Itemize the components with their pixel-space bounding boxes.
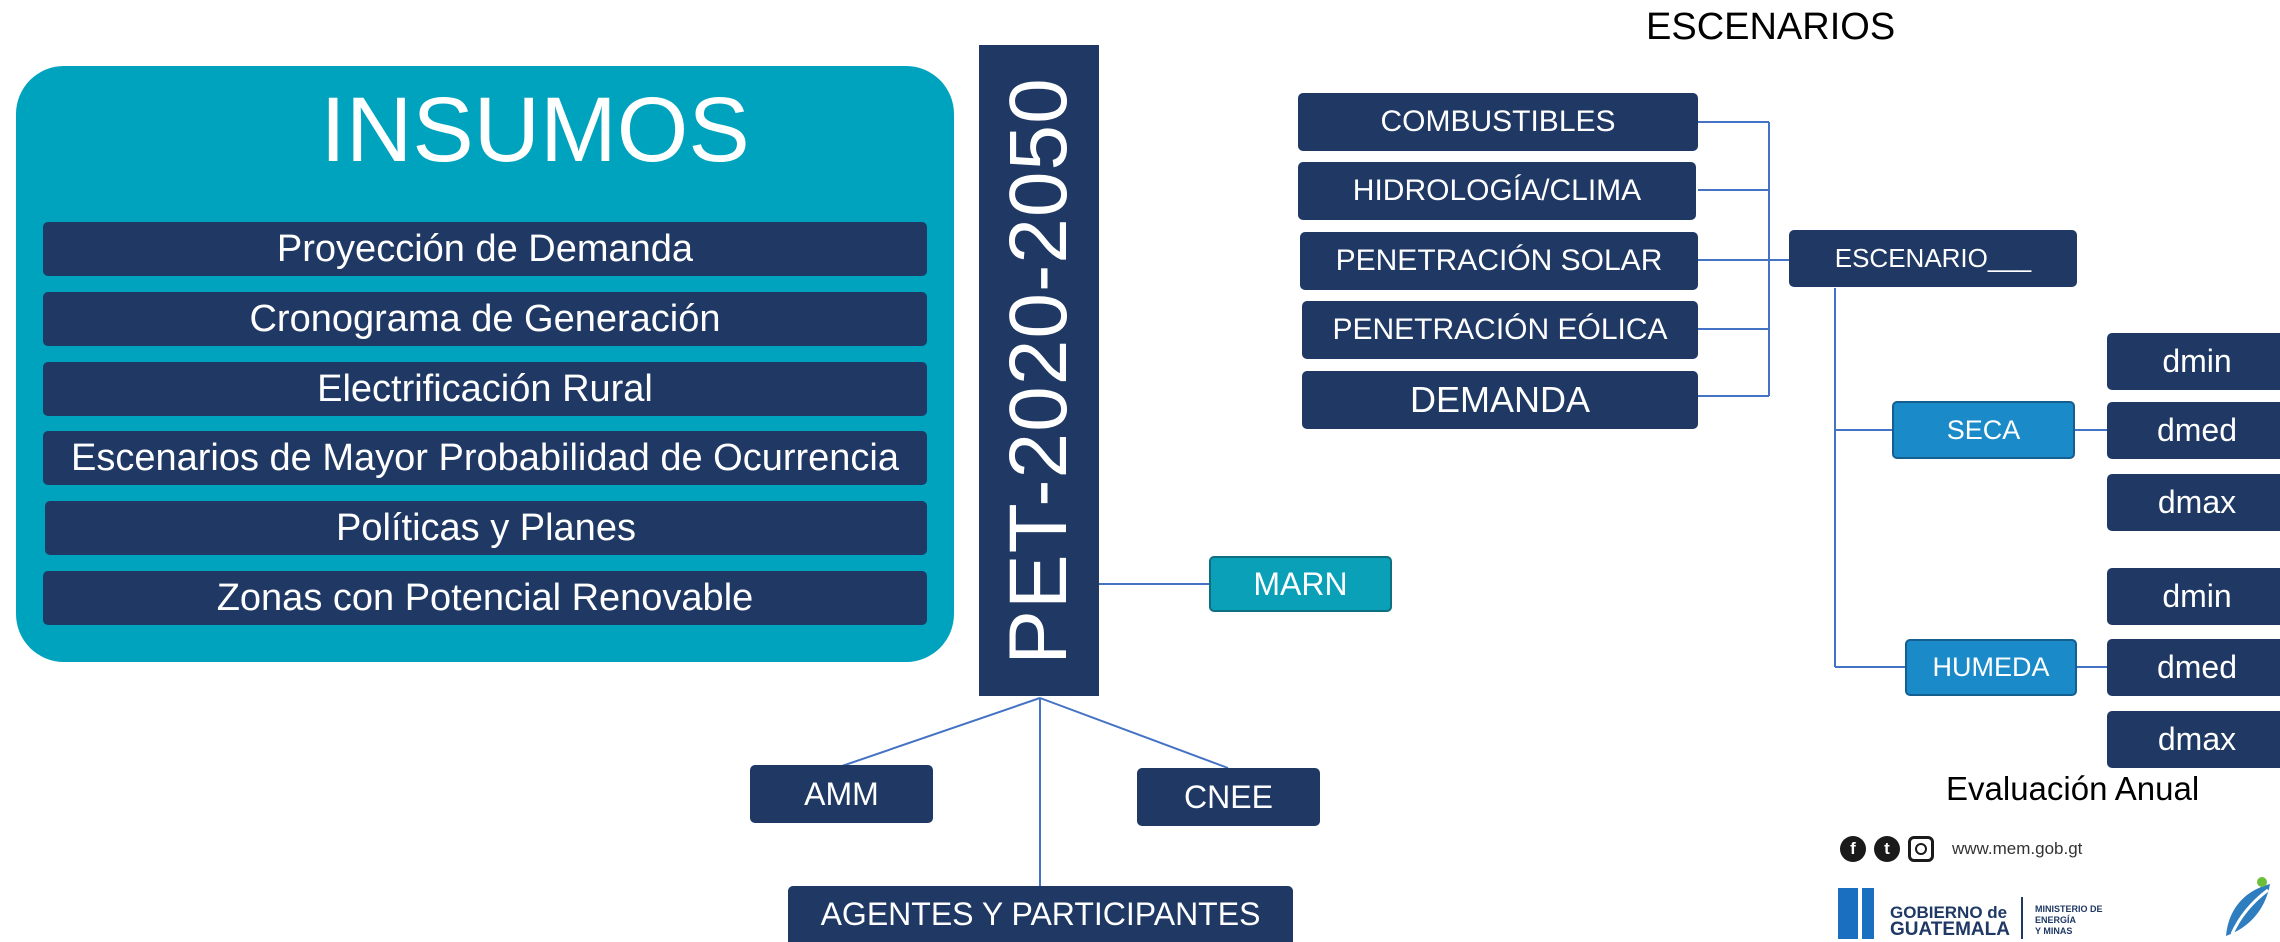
leaf-logo-icon [2226, 877, 2270, 936]
scenario-box: ESCENARIO___ [1789, 230, 2077, 287]
seca-dmax: dmax [2107, 474, 2280, 531]
input-combustibles: COMBUSTIBLES [1298, 93, 1698, 151]
humeda-dmin: dmin [2107, 568, 2280, 625]
humeda-box: HUMEDA [1905, 639, 2077, 696]
social-row: f t www.mem.gob.gt [1840, 836, 2082, 862]
insumo-demand-projection: Proyección de Demanda [43, 222, 927, 276]
escenarios-title: ESCENARIOS [1646, 6, 1896, 48]
seca-dmin: dmin [2107, 333, 2280, 390]
pet-bar: PET-2020-2050 [979, 45, 1099, 696]
gov-emblem-bar-icon [1862, 888, 1874, 939]
insumo-rural-electrification: Electrificación Rural [43, 362, 927, 416]
input-demanda: DEMANDA [1302, 371, 1698, 429]
instagram-icon[interactable] [1908, 836, 1934, 862]
participants-box: AGENTES Y PARTICIPANTES [788, 886, 1293, 942]
pet-label: PET-2020-2050 [993, 76, 1084, 665]
footer-divider [2021, 897, 2023, 939]
humeda-dmed: dmed [2107, 639, 2280, 696]
insumo-generation-schedule: Cronograma de Generación [43, 292, 927, 346]
seca-box: SECA [1892, 401, 2075, 459]
website-link[interactable]: www.mem.gob.gt [1952, 839, 2083, 858]
amm-box: AMM [750, 765, 933, 823]
cnee-box: CNEE [1137, 768, 1320, 826]
gov-line1: GOBIERNO de [1890, 903, 2008, 922]
ministry-line-2: ENERGÍA [2035, 915, 2077, 925]
ministry-line-1: MINISTERIO DE [2035, 904, 2103, 914]
insumo-policies-plans: Políticas y Planes [45, 501, 927, 555]
facebook-icon[interactable]: f [1840, 836, 1866, 862]
gov-emblem-icon [1838, 888, 1858, 939]
insumo-probable-scenarios: Escenarios de Mayor Probabilidad de Ocur… [43, 431, 927, 485]
input-hidrologia-clima: HIDROLOGÍA/CLIMA [1298, 162, 1696, 220]
insumo-renewable-zones: Zonas con Potencial Renovable [43, 571, 927, 625]
input-penetracion-eolica: PENETRACIÓN EÓLICA [1302, 301, 1698, 359]
seca-dmed: dmed [2107, 402, 2280, 459]
evaluation-label: Evaluación Anual [1946, 770, 2200, 807]
marn-box: MARN [1209, 556, 1392, 612]
twitter-icon[interactable]: t [1874, 836, 1900, 862]
ministry-line-3: Y MINAS [2035, 926, 2073, 936]
gov-line2: GUATEMALA [1890, 919, 2010, 940]
ministry-label: MINISTERIO DE ENERGÍA Y MINAS [2035, 904, 2103, 937]
humeda-dmax: dmax [2107, 711, 2280, 768]
input-penetracion-solar: PENETRACIÓN SOLAR [1300, 232, 1698, 290]
insumos-title: INSUMOS [320, 79, 750, 181]
